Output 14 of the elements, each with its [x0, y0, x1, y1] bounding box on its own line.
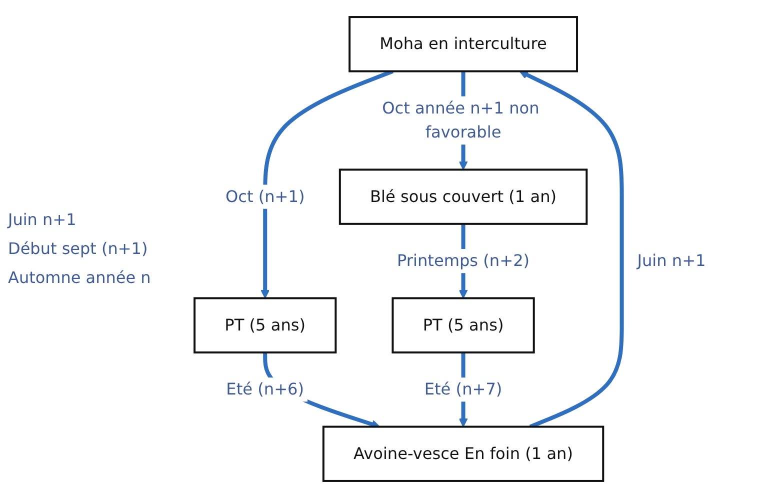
node-box: Blé sous couvert (1 an) — [338, 168, 588, 224]
node-box: Avoine-vesce En foin (1 an) — [322, 425, 604, 482]
edge-label: Printemps (n+2) — [396, 250, 530, 270]
edge-label: Oct (n+1) — [225, 186, 305, 206]
node-box: PT (5 ans) — [392, 296, 535, 353]
note-label: Début sept (n+1) — [8, 239, 149, 258]
edge-label: Eté (n+6) — [226, 379, 304, 398]
note-label: Automne année n — [8, 268, 152, 287]
edge-label: Oct année n+1 non favorable — [382, 98, 540, 142]
node-box: PT (5 ans) — [194, 296, 337, 353]
edge-label: Eté (n+7) — [424, 379, 502, 398]
note-label: Juin n+1 — [8, 210, 78, 229]
edge-label: Juin n+1 — [637, 250, 706, 270]
node-box: Moha en interculture — [348, 16, 578, 72]
